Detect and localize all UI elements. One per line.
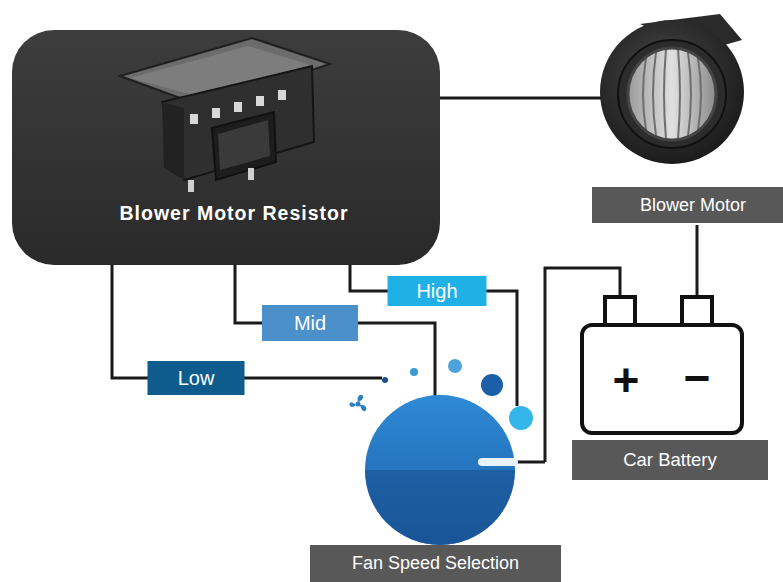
battery-node: Car Battery [572, 295, 752, 480]
polarity-symbol: + [613, 357, 640, 403]
wire [696, 225, 699, 295]
wire [440, 97, 592, 100]
panel-title: Blower Motor Resistor [12, 196, 456, 230]
fan-speed-knob [310, 359, 545, 545]
blower-motor-picture [592, 14, 744, 164]
speed-label: Low [148, 361, 245, 395]
knob-node: Fan Speed Selection [310, 360, 545, 582]
battery-picture [582, 297, 742, 433]
resistor-picture [12, 30, 440, 265]
motor-node: Blower Motor [592, 15, 778, 225]
speed-label: High [388, 276, 487, 306]
speed-label: Mid [262, 305, 358, 341]
polarity-symbol: − [684, 355, 711, 401]
part-label: Blower Motor [592, 187, 783, 223]
resistor-panel: Blower Motor Resistor [12, 30, 440, 265]
part-label: Fan Speed Selection [310, 545, 561, 582]
part-label: Car Battery [572, 440, 768, 480]
wire [350, 265, 517, 360]
